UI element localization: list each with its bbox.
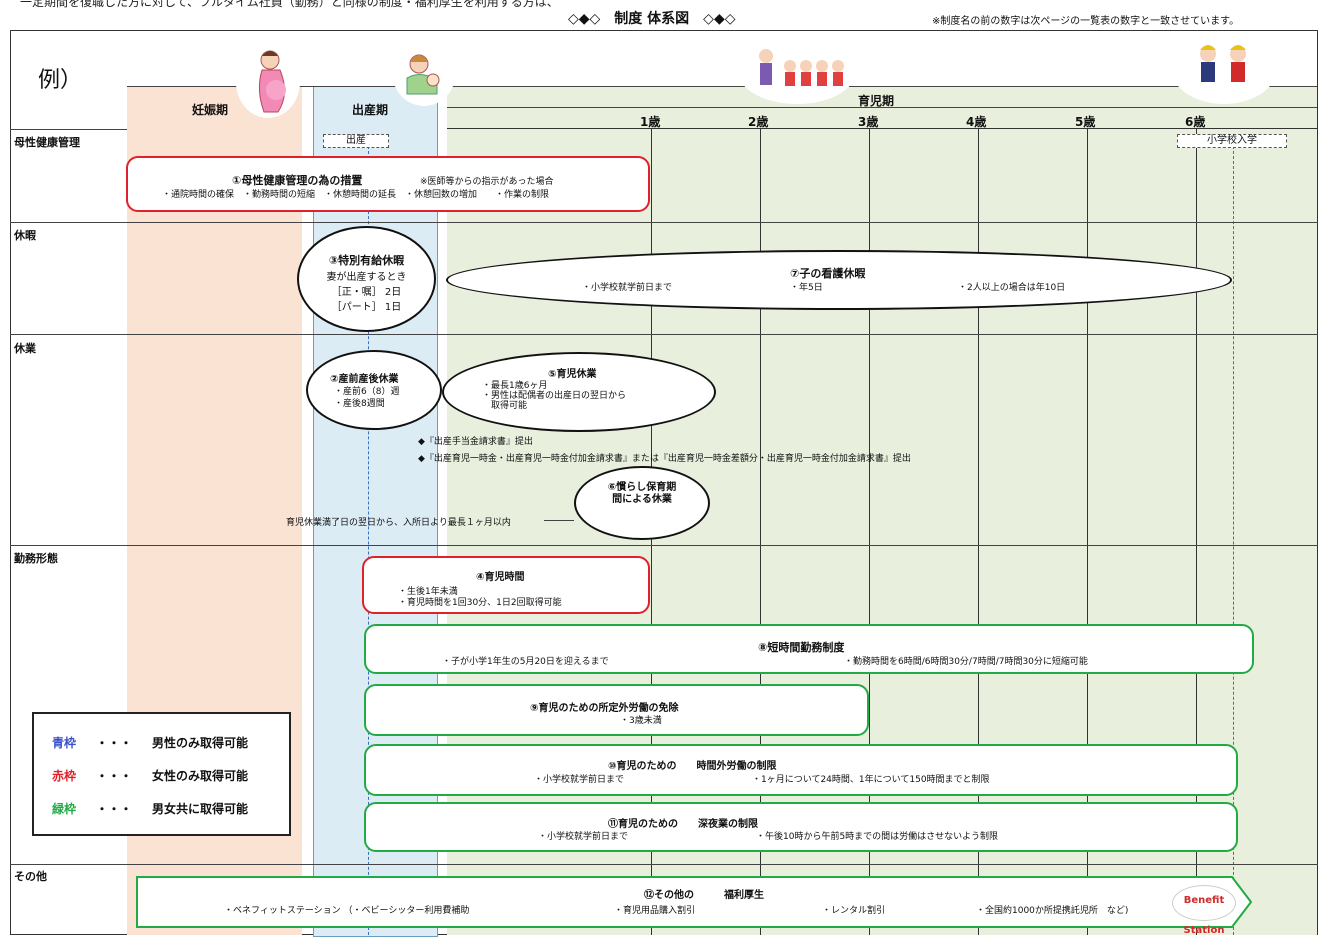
age-4: 4歳 [966,115,987,129]
nursing-time-line2: ・育児時間を1回30分、1日2回取得可能 [398,598,562,608]
legend-blue-text: 男性のみ取得可能 [152,736,249,750]
age-1: 1歳 [640,115,661,129]
childcare-leave-line2: ・男性は配偶者の出産日の翌日から [482,391,627,401]
overtime-limit-item2: ・1ヶ月について24時間、1年について150時間までと制限 [752,775,990,785]
claim-1: ◆『出産手当金請求書』提出 [418,437,533,447]
header-note: ※制度名の前の数字は次ページの一覧表の数字と一致させています。 [932,16,1240,27]
overtime-limit-item1: ・小学校就学前日まで [534,775,625,785]
special-leave-line3: ［パート］ 1日 [331,302,402,313]
adjustment-leave-ellipse: ⑥慣らし保育期間による休業 [574,466,710,540]
night-limit-item2: ・午後10時から午前5時までの間は労働はさせないよう制限 [756,832,998,842]
page-title: ◇◆◇ 制度 体系図 ◇◆◇ [568,11,736,27]
period-pregnancy: 妊娠期 [192,103,229,117]
nursing-leave-ellipse: ⑦子の看護休暇 ・小学校就学前日まで ・年5日 ・2人以上の場合は年10日 [446,250,1232,310]
maternal-health-title: ①母性健康管理の為の措置 [232,174,363,187]
period-birth: 出産期 [352,103,389,117]
schoolchildren-illustration [1172,36,1276,104]
legend-blue-key: 青枠 [52,736,77,750]
example-label: 例） [38,68,83,93]
adjustment-leave-note: 育児休業満了日の翌日から、入所日より最長１ヶ月以内 [286,518,511,528]
legend-green-key: 緑枠 [52,802,77,816]
row-label-maternal: 母性健康管理 [14,136,80,149]
legend-red-dots: ・・・ [96,769,133,783]
nursing-leave-item2: ・年5日 [790,283,823,293]
benefit-station-logo: Benefit Station [1172,885,1236,936]
nursing-leave-item1: ・小学校就学前日まで [582,283,673,293]
overtime-limit-box: ⑩育児のための 時間外労働の制限 ・小学校就学前日まで ・1ヶ月について24時間… [364,744,1238,796]
maternal-health-box: ①母性健康管理の為の措置 ※医師等からの指示があった場合 ・通院時間の確保 ・勤… [126,156,650,212]
legend-green-dots: ・・・ [96,802,133,816]
welfare-arrow: ⑫その他の 福利厚生 ・ベネフィットステーション （・ベビーシッター利用費補助 … [136,876,1252,936]
birth-marker: 出産 [323,134,389,148]
special-leave-line1: 妻が出産するとき [326,272,407,283]
row-label-leave: 休暇 [14,229,36,242]
mother-baby-illustration [393,44,455,106]
legend-green-text: 男女共に取得可能 [152,802,249,816]
row-label-other: その他 [14,870,47,883]
nursing-time-box: ④育児時間 ・生後1年未満 ・育児時間を1回30分、1日2回取得可能 [362,556,650,614]
nursing-time-title: ④育児時間 [476,572,525,583]
age-6: 6歳 [1185,115,1206,129]
childcare-leave-title: ⑤育児休業 [548,369,597,380]
maternal-health-items: ・通院時間の確保 ・勤務時間の短縮 ・休憩時間の延長 ・休憩回数の増加 ・作業の… [162,190,550,200]
claim-2: ◆『出産育児一時金・出産育児一時金付加金請求書』または『出産育児一時金差額分・出… [418,454,911,464]
school-entry-marker: 小学校入学 [1177,134,1287,148]
short-hours-item1: ・子が小学1年生の5月20日を迎えるまで [442,657,609,667]
welfare-item3: ・レンタル割引 [822,906,886,916]
legend-blue-dots: ・・・ [96,736,133,750]
welfare-item1: ・ベネフィットステーション （・ベビーシッター利用費補助 [224,906,470,916]
short-hours-box: ⑧短時間勤務制度 ・子が小学1年生の5月20日を迎えるまで ・勤務時間を6時間/… [364,624,1254,674]
overtime-exempt-title: ⑨育児のための所定外労働の免除 [530,703,679,714]
nursing-time-line1: ・生後1年未満 [398,587,458,597]
night-limit-item1: ・小学校就学前日まで [538,832,629,842]
childcare-leave-line1: ・最長1歳6ヶ月 [482,381,548,391]
legend-red-key: 赤枠 [52,769,77,783]
overtime-limit-title: ⑩育児のための 時間外労働の制限 [608,761,777,772]
night-limit-title: ⑪育児のための 深夜業の制限 [608,819,758,830]
welfare-item4: ・全国約1000か所提携託児所 など) [976,906,1129,916]
special-leave-title: ③特別有給休暇 [328,254,405,267]
nursing-leave-item3: ・2人以上の場合は年10日 [958,283,1066,293]
row-label-absence: 休業 [14,342,36,355]
night-limit-box: ⑪育児のための 深夜業の制限 ・小学校就学前日まで ・午後10時から午前5時まで… [364,802,1238,852]
childcare-leave-line3: 取得可能 [482,401,528,411]
legend-box: 青枠 ・・・ 男性のみ取得可能 赤枠 ・・・ 女性のみ取得可能 緑枠 ・・・ 男… [32,712,291,836]
childcare-leave-ellipse: ⑤育児休業 ・最長1歳6ヶ月 ・男性は配偶者の出産日の翌日から 取得可能 [442,352,716,432]
age-2: 2歳 [748,115,769,129]
top-text: 一定期間を復職した方に対して、フルタイム社員（勤務）と同様の制度・福利厚生を利用… [20,0,559,9]
nursing-leave-title: ⑦子の看護休暇 [790,267,866,280]
pregnant-woman-illustration [236,46,300,118]
maternity-leave-title: ②産前産後休業 [330,374,399,385]
age-3: 3歳 [858,115,879,129]
row-label-work-style: 勤務形態 [14,552,58,565]
legend-red-text: 女性のみ取得可能 [152,769,249,783]
short-hours-title: ⑧短時間勤務制度 [758,641,845,654]
period-childcare: 育児期 [858,94,895,108]
adjustment-leave-title: ⑥慣らし保育期間による休業 [607,482,677,505]
maternity-leave-line2: ・産後8週間 [334,399,385,409]
overtime-exempt-box: ⑨育児のための所定外労働の免除 ・3歳未満 [364,684,869,736]
welfare-item2: ・育児用品購入割引 [614,906,696,916]
special-leave-line2: ［正・嘱］ 2日 [331,287,402,298]
special-leave-ellipse: ③特別有給休暇 妻が出産するとき ［正・嘱］ 2日 ［パート］ 1日 [297,226,436,332]
children-walking-illustration [738,38,856,104]
welfare-title: ⑫その他の 福利厚生 [644,890,764,901]
maternal-health-note: ※医師等からの指示があった場合 [420,177,554,187]
maternity-leave-line1: ・産前6（8）週 [334,387,400,397]
maternity-leave-ellipse: ②産前産後休業 ・産前6（8）週 ・産後8週間 [306,350,442,430]
short-hours-item2: ・勤務時間を6時間/6時間30分/7時間/7時間30分に短縮可能 [844,657,1088,667]
overtime-exempt-item1: ・3歳未満 [620,716,662,726]
age-5: 5歳 [1075,115,1096,129]
